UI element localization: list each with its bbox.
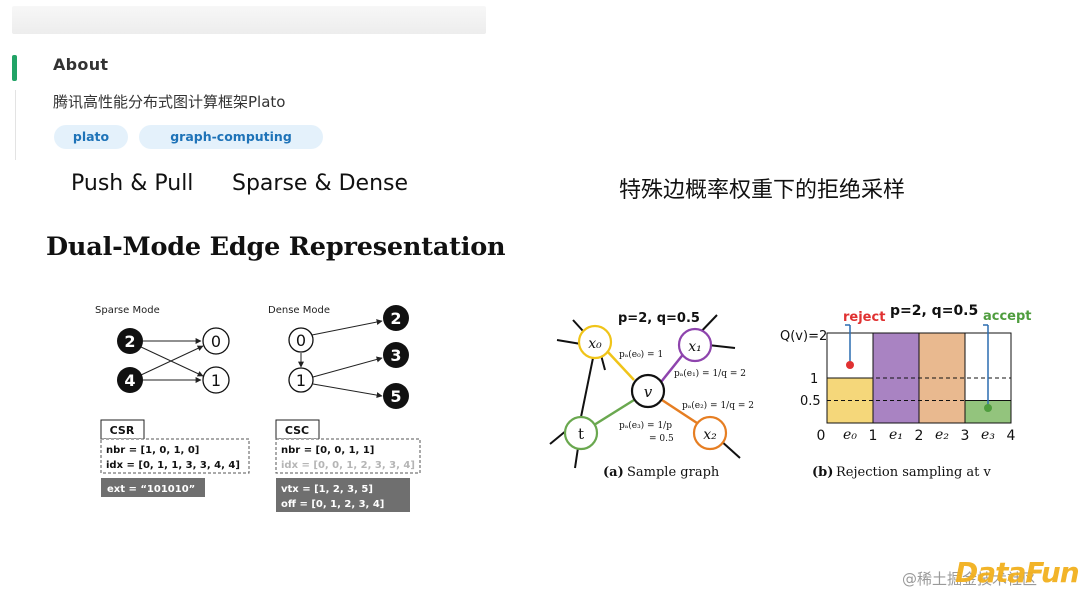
edge-label-e3-value: = 0.5 bbox=[649, 434, 674, 444]
dual-mode-heading: Dual-Mode Edge Representation bbox=[46, 232, 506, 262]
svg-text:2: 2 bbox=[390, 309, 401, 328]
y-tick-0.5: 0.5 bbox=[800, 394, 821, 409]
sample-graph-caption-letter: (a) bbox=[603, 465, 624, 480]
svg-text:1: 1 bbox=[296, 371, 306, 390]
x-category-2: e₂ bbox=[935, 427, 949, 443]
node-t: t bbox=[563, 415, 599, 451]
sparse-node-1: 1 bbox=[202, 366, 230, 394]
x-tick-4: 4 bbox=[1007, 428, 1016, 444]
csc-nbr: nbr = [0, 0, 1, 1] bbox=[281, 445, 374, 456]
node-x1: x₁ bbox=[677, 327, 713, 363]
watermark-text: @稀土掘金技术社区 bbox=[902, 570, 1038, 588]
y-tick-1: 1 bbox=[810, 372, 818, 387]
x-tick-3: 3 bbox=[961, 428, 970, 444]
x-category-3: e₃ bbox=[981, 427, 995, 443]
rejection-sampling-title: 特殊边概率权重下的拒绝采样 bbox=[619, 178, 906, 203]
chart-caption: Rejection sampling at v bbox=[836, 465, 992, 480]
about-description: 腾讯高性能分布式图计算框架Plato bbox=[53, 93, 286, 111]
svg-text:v: v bbox=[644, 383, 653, 401]
reject-point bbox=[846, 361, 854, 369]
divider bbox=[15, 90, 16, 160]
sample-graph: x₀ x₁ v t x₂ p=2, q=0.5 pₐ(e₀) = 1 pₐ(e₁… bbox=[549, 311, 754, 480]
csr-ext: ext = “101010” bbox=[107, 484, 195, 495]
sparse-node-4: 4 bbox=[117, 367, 143, 393]
dense-node-0: 0 bbox=[288, 327, 314, 353]
csr-label: CSR bbox=[110, 424, 135, 437]
chart-title: p=2, q=0.5 bbox=[890, 303, 978, 319]
y-axis-label: Q(v)=2 bbox=[780, 329, 827, 344]
sparse-mode-label: Sparse Mode bbox=[95, 305, 160, 316]
csr-idx: idx = [0, 1, 1, 3, 3, 4, 4] bbox=[106, 460, 240, 471]
rejection-sampling-chart: p=2, q=0.5 Q(v)=2 1 0.5 e₀ e₁ e₂ e₃ 0 1 2 3 4 re… bbox=[780, 303, 1032, 480]
chart-caption-letter: (b) bbox=[812, 465, 833, 480]
dense-node-2: 2 bbox=[383, 305, 409, 331]
node-x0: x₀ bbox=[577, 324, 613, 360]
csc-vtx: vtx = [1, 2, 3, 5] bbox=[281, 484, 373, 495]
csr-nbr: nbr = [1, 0, 1, 0] bbox=[106, 445, 199, 456]
reject-label: reject bbox=[843, 310, 885, 325]
push-pull-label: Push & Pull bbox=[71, 171, 194, 196]
svg-text:5: 5 bbox=[390, 387, 401, 406]
sample-graph-params: p=2, q=0.5 bbox=[618, 311, 700, 326]
dual-mode-diagram: Sparse Mode Dense Mode 2 4 0 1 0 1 2 3 bbox=[95, 305, 421, 512]
about-title: About bbox=[53, 55, 109, 74]
csc-label: CSC bbox=[285, 424, 309, 437]
tag-plato[interactable]: plato bbox=[54, 125, 128, 149]
browser-top-bar bbox=[12, 6, 486, 34]
svg-text:0: 0 bbox=[211, 332, 221, 351]
svg-text:4: 4 bbox=[124, 371, 135, 390]
svg-text:3: 3 bbox=[390, 346, 401, 365]
dense-mode-label: Dense Mode bbox=[268, 305, 330, 316]
sparse-node-0: 0 bbox=[202, 327, 230, 355]
edge-label-e1: pₐ(e₁) = 1/q = 2 bbox=[674, 368, 746, 379]
x-tick-0: 0 bbox=[817, 428, 826, 444]
accept-label: accept bbox=[983, 309, 1032, 324]
datafun-logo: DataFun. bbox=[955, 556, 1080, 589]
svg-text:0: 0 bbox=[296, 331, 306, 350]
sparse-node-2: 2 bbox=[117, 328, 143, 354]
svg-text:1: 1 bbox=[211, 371, 221, 390]
sample-graph-caption: Sample graph bbox=[627, 465, 720, 480]
sparse-dense-label: Sparse & Dense bbox=[232, 171, 409, 196]
tag-graph-computing[interactable]: graph-computing bbox=[139, 125, 323, 149]
dense-node-1: 1 bbox=[288, 367, 314, 393]
node-x2: x₂ bbox=[692, 415, 728, 451]
edge-label-e3: pₐ(e₃) = 1/p bbox=[619, 420, 672, 431]
csc-off: off = [0, 1, 2, 3, 4] bbox=[281, 499, 384, 510]
accept-point bbox=[984, 404, 992, 412]
edge-label-e0: pₐ(e₀) = 1 bbox=[619, 349, 663, 360]
svg-text:x₁: x₁ bbox=[688, 339, 702, 355]
csc-idx: idx = [0, 0, 1, 2, 3, 3, 4] bbox=[281, 460, 415, 471]
x-tick-2: 2 bbox=[915, 428, 924, 444]
svg-text:x₀: x₀ bbox=[588, 336, 602, 352]
svg-text:2: 2 bbox=[124, 332, 135, 351]
dense-node-5: 5 bbox=[383, 383, 409, 409]
edge-label-e2: pₐ(e₂) = 1/q = 2 bbox=[682, 400, 754, 411]
x-category-0: e₀ bbox=[843, 427, 857, 443]
dense-node-3: 3 bbox=[383, 342, 409, 368]
node-v: v bbox=[630, 373, 666, 409]
svg-text:x₂: x₂ bbox=[703, 427, 717, 443]
svg-text:t: t bbox=[578, 425, 584, 443]
section-indicator bbox=[12, 55, 17, 81]
x-category-1: e₁ bbox=[889, 427, 903, 443]
x-tick-1: 1 bbox=[869, 428, 878, 444]
